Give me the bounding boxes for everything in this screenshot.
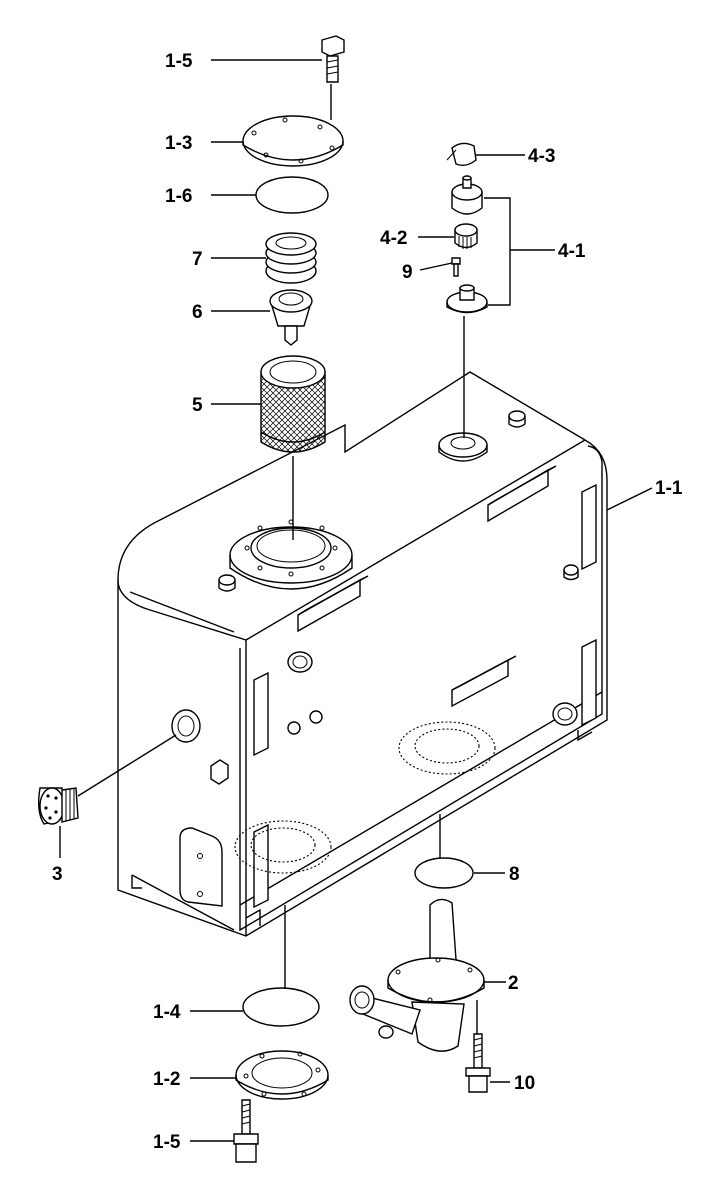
breather-base-4-1	[446, 284, 488, 314]
top-boss	[218, 410, 579, 592]
leader-lines	[59, 59, 653, 1142]
o-ring-1-4	[242, 987, 320, 1027]
screw-9	[451, 257, 461, 277]
callout-8: 8	[509, 864, 520, 885]
callout-5: 5	[192, 395, 203, 416]
callout-3: 3	[52, 864, 63, 885]
spring-7	[265, 232, 317, 284]
callout-4-3: 4-3	[528, 146, 555, 167]
element-4-2	[454, 223, 478, 249]
bolt-1-5-top	[321, 35, 345, 83]
callout-1-5-top: 1-5	[165, 51, 193, 72]
side-port	[171, 651, 578, 743]
hidden-bottom-flange	[234, 721, 496, 874]
callout-2: 2	[508, 973, 519, 994]
bolt-1-5-bottom	[233, 1099, 259, 1163]
callout-1-1: 1-1	[655, 478, 683, 499]
filter-element-5	[260, 355, 326, 453]
cap-4-3	[446, 142, 477, 167]
hydraulic-tank-body	[117, 371, 608, 937]
breather-port	[438, 432, 488, 462]
cover-plate-1-2	[235, 1050, 329, 1100]
callout-1-6: 1-6	[165, 186, 192, 207]
callout-9: 9	[402, 262, 413, 283]
bypass-valve-6	[269, 289, 313, 346]
callout-1-3: 1-3	[165, 133, 192, 154]
callout-1-5-bottom: 1-5	[153, 1132, 181, 1153]
callout-labels: 1-5 1-3 1-6 7 6 5 4-3 4-2 4-1 9 1-1 3 8 …	[52, 51, 683, 1153]
callout-4-2: 4-2	[380, 228, 407, 249]
bolt-10	[465, 1033, 491, 1093]
callout-1-2: 1-2	[153, 1069, 180, 1090]
cover-plate-1-3	[242, 115, 344, 167]
breather-housing-4-1	[451, 175, 483, 215]
callout-6: 6	[192, 302, 203, 323]
o-ring-1-6	[255, 176, 329, 214]
callout-1-4: 1-4	[153, 1002, 181, 1023]
callout-4-1: 4-1	[558, 241, 586, 262]
mounting-bracket	[179, 465, 597, 909]
callout-7: 7	[192, 249, 203, 270]
suction-pipe-2	[349, 898, 485, 1052]
o-ring-8	[414, 857, 474, 889]
callout-10: 10	[514, 1073, 535, 1094]
filter-mounting-flange	[229, 519, 353, 590]
level-gauge-3	[37, 787, 79, 825]
